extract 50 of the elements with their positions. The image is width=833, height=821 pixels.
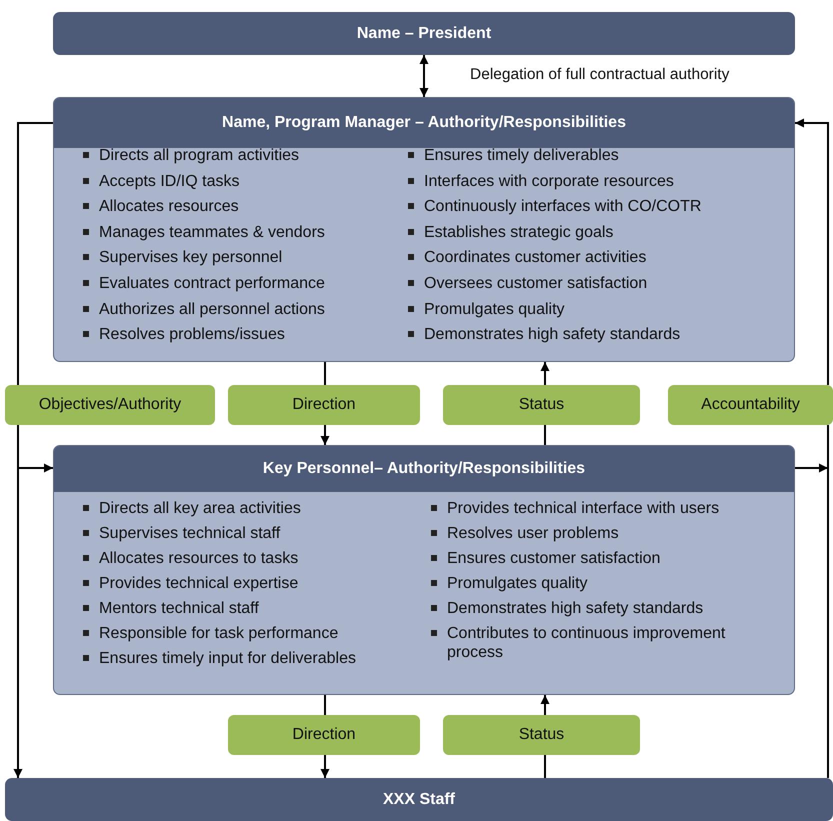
flow-label: Direction — [228, 715, 420, 755]
flow-label: Status — [443, 715, 640, 755]
bullet-point: Directs all key area activities — [81, 499, 411, 518]
arrow — [320, 755, 330, 778]
bullet-point: Ensures customer satisfaction — [429, 549, 759, 568]
bullet-point: Supervises key personnel — [81, 248, 381, 268]
arrow — [14, 425, 22, 778]
bullet-point: Resolves user problems — [429, 524, 759, 543]
bullet-point: Manages teammates & vendors — [81, 222, 381, 242]
bullet-point: Interfaces with corporate resources — [406, 172, 786, 191]
bullet-point: Coordinates customer activities — [406, 248, 786, 268]
flow-label: Objectives/Authority — [5, 385, 215, 425]
bullet-point: Authorizes all personnel actions — [81, 300, 381, 319]
panel-heading: Key Personnel– Authority/Responsibilities — [262, 459, 586, 479]
bullet-point: Allocates resources to tasks — [81, 549, 411, 568]
bullet-point: Responsible for task performance — [81, 624, 411, 643]
bullet-point: Directs all program activities — [81, 146, 381, 165]
arrow — [420, 55, 428, 97]
bullet-point: Provides technical interface with users — [429, 499, 759, 518]
title-bar: Name – President — [53, 12, 795, 55]
bullet-point: Accepts ID/IQ tasks — [81, 172, 381, 191]
bullet-point: Oversees customer satisfaction — [406, 274, 786, 293]
panel-heading: Name, Program Manager – Authority/Responsibilities — [222, 113, 626, 133]
edge-label: Delegation of full contractual authority — [470, 66, 730, 84]
bullet-point: Supervises technical staff — [81, 524, 411, 543]
bullet-point: Establishes strategic goals — [406, 222, 786, 242]
bullet-point: Provides technical expertise — [81, 574, 411, 593]
bullet-point: Resolves problems/issues — [81, 325, 381, 344]
bullet-point: Allocates resources — [81, 197, 381, 216]
arrow — [795, 118, 829, 385]
bullet-point: Mentors technical staff — [81, 599, 411, 618]
flow-label: Status — [443, 385, 640, 425]
bullet-point: Evaluates contract performance — [81, 274, 381, 293]
bullet-point: Demonstrates high safety standards — [429, 599, 759, 618]
arrow — [795, 464, 828, 472]
bullet-point: Ensures timely input for deliverables — [81, 649, 411, 668]
responsibility-panel — [53, 97, 795, 362]
bullet-point: Promulgates quality — [406, 300, 786, 319]
responsibility-panel — [53, 445, 795, 695]
flow-label: Direction — [228, 385, 420, 425]
bullet-point: Contributes to continuous improvement process — [429, 624, 759, 662]
bullet-point: Demonstrates high safety standards — [406, 325, 786, 344]
arrow — [320, 425, 330, 445]
bullet-point: Ensures timely deliverables — [406, 146, 786, 165]
bullet-point: Promulgates quality — [429, 574, 759, 593]
title-bar: XXX Staff — [5, 778, 833, 821]
arrow — [540, 362, 550, 385]
bullet-point: Continuously interfaces with CO/COTR — [406, 197, 786, 216]
arrow — [540, 695, 550, 715]
flow-label: Accountability — [668, 385, 833, 425]
